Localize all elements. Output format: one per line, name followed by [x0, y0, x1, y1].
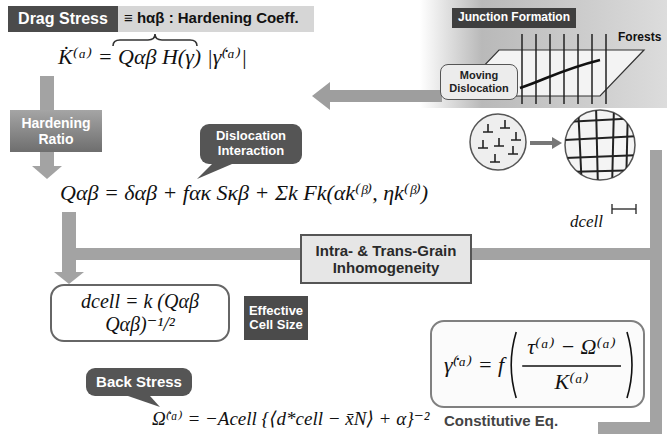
node-text: dcell = k (Qαβ Qαβ)⁻¹/²	[62, 290, 218, 336]
callout-pointer	[197, 164, 232, 179]
title-tag: Drag Stress	[8, 6, 118, 32]
dislocation-symbols	[478, 120, 521, 162]
equation: Qαβ = δαβ + fακ Sκβ + Σk Fk(αk⁽ᵝ⁾, ηk⁽ᵝ⁾…	[60, 180, 428, 206]
box-heading: Constitutive Eq.	[442, 412, 560, 430]
illustration-panel	[420, 0, 667, 108]
equation-box: dcell = k (Qαβ Qαβ)⁻¹/²	[50, 284, 230, 342]
dimension-label: dcell	[570, 212, 603, 232]
node-text: Back Stress	[96, 374, 182, 391]
callout-box: Back Stress	[86, 368, 192, 396]
arrow-head	[312, 82, 330, 110]
equation: K⁽ᵅ⁾	[554, 370, 588, 394]
equation: γ̇⁽ᵅ⁾ = f	[444, 353, 504, 377]
cell-size-dimension	[612, 204, 636, 214]
illustration-label: Forests	[618, 30, 661, 44]
node-text: Intra- & Trans-Grain Inhomogeneity	[310, 242, 462, 277]
node-text: Dislocation Interaction	[208, 129, 294, 159]
concept-box: Intra- & Trans-Grain Inhomogeneity	[300, 234, 472, 284]
flow-bands	[32, 76, 662, 434]
equation: K̇⁽ᵅ⁾ = Qαβ H(γ) |γ̇⁽ᵅ⁾|	[58, 44, 247, 70]
node-text: Effective Cell Size	[249, 304, 303, 333]
forest-dislocations	[522, 34, 606, 104]
node-text: Hardening Ratio	[18, 115, 94, 147]
illustration-tag: Junction Formation	[452, 8, 576, 28]
evolution-arrow-head	[552, 137, 562, 149]
node-text: Moving Dislocation	[446, 69, 512, 94]
node-text: Junction Formation	[458, 11, 570, 24]
concept-box: Effective Cell Size	[244, 296, 308, 340]
evolution-arrow	[530, 141, 552, 145]
callout-box: Dislocation Interaction	[200, 124, 302, 164]
fraction-bar	[522, 365, 621, 366]
equation-box: γ̇⁽ᵅ⁾ = fτ⁽ᵅ⁾ − Ω⁽ᵅ⁾K⁽ᵅ⁾Constitutive Eq.	[430, 320, 645, 408]
paren	[627, 332, 632, 398]
arrow-band	[330, 90, 442, 102]
node-text: Drag Stress	[18, 10, 108, 28]
equation: τ⁽ᵅ⁾ − Ω⁽ᵅ⁾	[527, 335, 616, 359]
paren	[511, 332, 516, 398]
definition-text: ≡ hαβ : Hardening Coeff.	[124, 9, 299, 27]
equation: Ω̇⁽ᵅ⁾ = −Acell {⟨d*cell − x̄N⟩ + α}⁻²	[152, 408, 429, 431]
illustration-tag: Moving Dislocation	[440, 64, 518, 100]
cell-walls	[565, 105, 640, 190]
tangle-circle	[470, 114, 526, 170]
label-bar	[118, 6, 314, 32]
moving-dislocation-line	[520, 60, 600, 88]
callout-pointer	[128, 396, 160, 407]
concept-box: Hardening Ratio	[10, 110, 102, 152]
